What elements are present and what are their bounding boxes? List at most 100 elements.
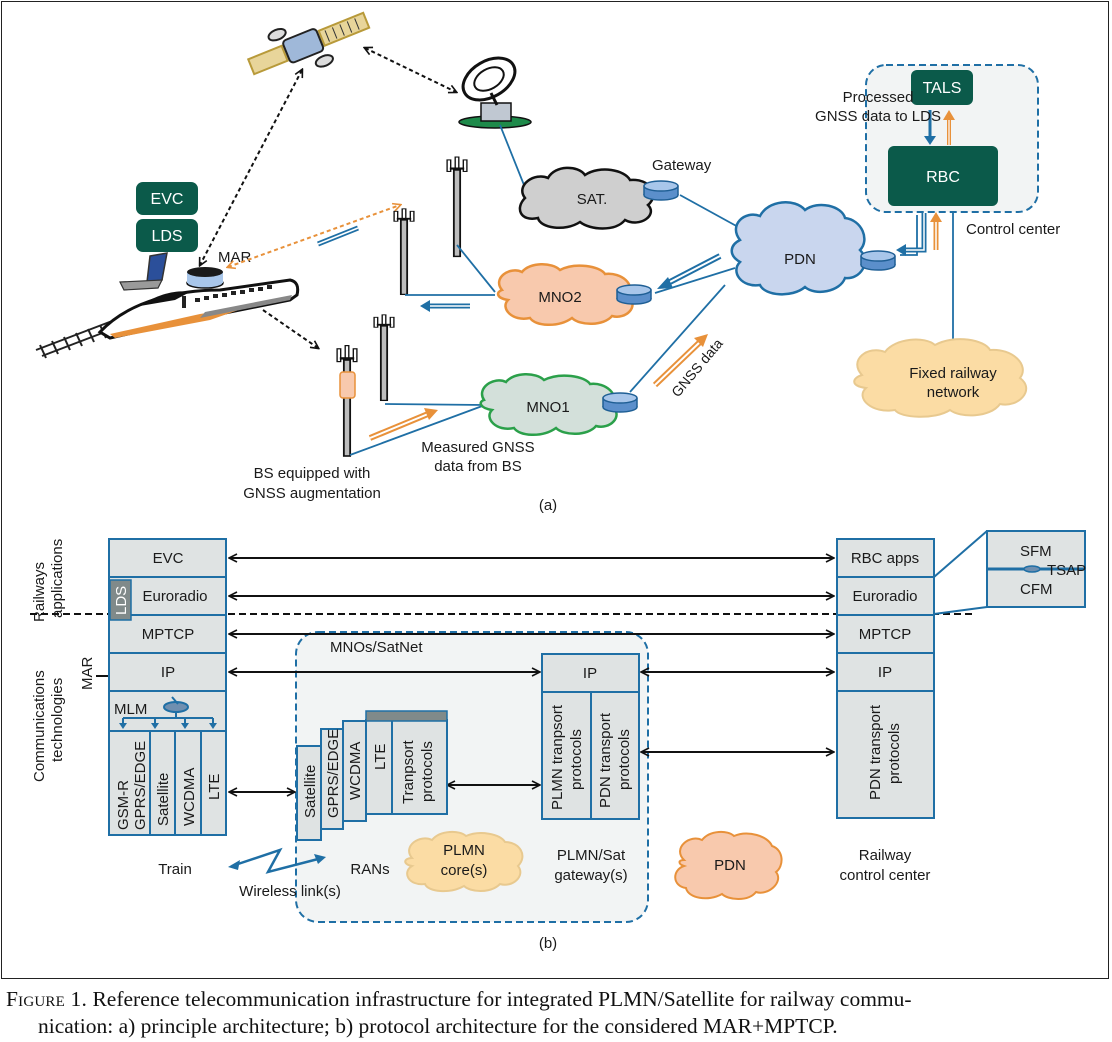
lds-tag: [109, 579, 132, 621]
rcc-layer-rbc-apps: RBC apps: [851, 550, 919, 567]
control-center: TALS RBC: [865, 64, 1039, 213]
gateway-plmn-1: PLMN tranpsort: [549, 704, 566, 810]
plmn-core-cloud: PLMN core(s): [404, 830, 524, 892]
processed-label-2: GNSS data to LDS: [815, 108, 941, 125]
rbc-label: RBC: [926, 169, 960, 186]
ran-wcdma: WCDMA: [347, 742, 364, 800]
rbc-to-pdn-arrows: [896, 212, 942, 256]
train-radio-gprs: GPRS/EDGE: [132, 741, 149, 830]
pdn-cloud-b: PDN: [674, 830, 783, 900]
pdn-router: [860, 250, 896, 271]
rcc-layer-ip: IP: [878, 664, 892, 681]
rcc-stack: [836, 538, 935, 819]
evc-box: [136, 182, 198, 215]
gateway-label-2: gateway(s): [554, 867, 627, 884]
rcc-transport-2: protocols: [886, 723, 903, 784]
svg-text:PDN: PDN: [784, 251, 816, 268]
train-layer-evc: EVC: [153, 550, 184, 567]
control-center-label: Control center: [966, 221, 1060, 238]
caption-label: Figure 1.: [6, 987, 88, 1011]
lds-box-label: LDS: [151, 228, 182, 245]
satellite-dish-icon: [458, 56, 532, 129]
railways-label-2: applications: [49, 539, 66, 618]
wireless-link-label: Wireless link(s): [239, 883, 341, 900]
rcc-transport-1: PDN transport: [867, 704, 884, 800]
gateway-stack: [541, 653, 640, 820]
comms-label-2: technologies: [49, 678, 66, 762]
sat-cloud: SAT.: [518, 166, 655, 230]
rcc-label-1: Railway: [859, 847, 912, 864]
mno2-router: [616, 284, 652, 305]
tals-label: TALS: [923, 80, 962, 97]
measured-gnss-label-2: data from BS: [434, 458, 522, 475]
wireless-link-icon: [228, 847, 326, 874]
train-layer-euroradio: Euroradio: [142, 588, 207, 605]
sat-to-train-link: [200, 70, 302, 265]
downlink-arrow-3: [657, 253, 722, 289]
svg-text:PDN: PDN: [714, 857, 746, 874]
bs-label-1: BS equipped with: [254, 465, 371, 482]
bs-tower-3: [372, 313, 396, 402]
gateway-label-1: PLMN/Sat: [557, 847, 626, 864]
train-layer-ip: IP: [161, 664, 175, 681]
diagram-canvas: EVC LDS: [30, 11, 1086, 952]
sat-to-dish-link: [365, 48, 456, 92]
figure-caption: Figure 1. Reference telecommunication in…: [6, 986, 1106, 1040]
mno1-cloud: MNO1: [479, 373, 618, 436]
gateway-pdn-2: protocols: [616, 729, 633, 790]
bs-tower-2: [392, 207, 416, 296]
train-lds-label: LDS: [113, 586, 130, 615]
mar-to-bs-link: [228, 205, 400, 267]
euroradio-detail: [933, 530, 1086, 615]
caption-line-2: nication: a) principle architecture; b) …: [38, 1014, 838, 1038]
svg-text:PLMN: PLMN: [443, 842, 485, 859]
part-a-sublabel: (a): [539, 497, 557, 514]
tsap-label: TSAP: [1047, 562, 1086, 579]
mno-group-title: MNOs/SatNet: [330, 639, 423, 656]
svg-text:MNO2: MNO2: [538, 289, 581, 306]
ran-gprs: GPRS/EDGE: [325, 729, 342, 818]
gateway-pdn-1: PDN transport: [597, 712, 614, 808]
sfm-label: SFM: [1020, 543, 1052, 560]
train-mlm-label: MLM: [114, 701, 147, 718]
svg-text:core(s): core(s): [441, 862, 488, 879]
cfm-label: CFM: [1020, 581, 1053, 598]
svg-text:Fixed railway: Fixed railway: [909, 365, 997, 382]
mno2-cloud: MNO2: [496, 263, 634, 326]
rcc-layer-euroradio: Euroradio: [852, 588, 917, 605]
gateway-plmn-2: protocols: [568, 729, 585, 790]
sat-gateway-router: [643, 180, 679, 201]
network-links: [349, 124, 954, 456]
bs-tower-1: [445, 155, 469, 258]
train-icon: [35, 267, 300, 359]
part-b-sublabel: (b): [539, 935, 557, 952]
laptop-icon: [119, 252, 168, 291]
figure-frame: [1, 1, 1109, 979]
ran-satellite: Satellite: [302, 765, 319, 818]
gateway-ip: IP: [583, 665, 597, 682]
bs-gnss-tower: [335, 344, 359, 458]
train-radio-lte: LTE: [206, 774, 223, 800]
peer-arrows: [230, 558, 833, 792]
railways-label-1: Railways: [31, 562, 48, 622]
ran-transport-1: Tranpsort: [400, 740, 417, 804]
pdn-cloud: PDN: [730, 201, 867, 296]
processed-label-1: Processed: [843, 89, 914, 106]
rans-label: RANs: [350, 861, 389, 878]
svg-text:SAT.: SAT.: [577, 191, 608, 208]
train-stack: [108, 538, 227, 836]
fixed-railway-network-cloud: Fixed railway network: [853, 338, 1028, 418]
comms-label-1: Communications: [31, 670, 48, 782]
uplink-arrow-gnss: [652, 334, 708, 388]
rcc-layer-mptcp: MPTCP: [859, 626, 912, 643]
caption-line-1: Reference telecommunication infrastructu…: [87, 987, 912, 1011]
tals-box: [911, 70, 973, 105]
lds-box: [136, 219, 198, 252]
mno1-router: [602, 392, 638, 413]
svg-text:network: network: [927, 384, 980, 401]
svg-text:MNO1: MNO1: [526, 399, 569, 416]
train-layer-mptcp: MPTCP: [142, 626, 195, 643]
bs-label-2: GNSS augmentation: [243, 485, 381, 502]
evc-box-label: EVC: [151, 191, 184, 208]
ran-lte: LTE: [372, 744, 389, 770]
